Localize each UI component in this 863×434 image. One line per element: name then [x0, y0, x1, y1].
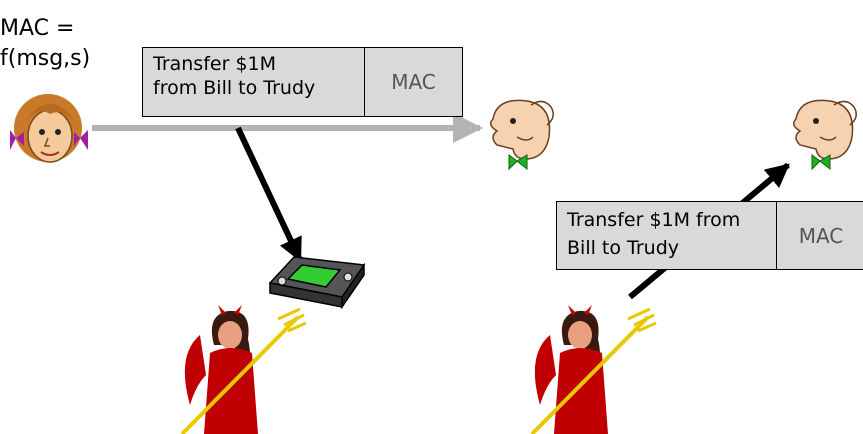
original-message-box: Transfer $1M from Bill to Trudy MAC: [142, 47, 463, 117]
intercept-arrow: [235, 126, 303, 263]
trudy-icon: [180, 305, 307, 434]
message-body: Transfer $1M from Bill to Trudy: [143, 48, 365, 116]
mac-tag: MAC: [798, 223, 844, 248]
message-body: Transfer $1M from Bill to Trudy: [557, 202, 777, 269]
formula-line2: f(msg,s): [0, 46, 91, 71]
trudy-icon: [530, 305, 657, 434]
message-line1: Transfer $1M from: [567, 209, 741, 231]
bob-icon: [793, 99, 857, 171]
alice-icon: [10, 94, 88, 163]
formula-line1: MAC =: [0, 16, 75, 41]
forged-message-box: Transfer $1M from Bill to Trudy MAC: [556, 201, 863, 270]
mac-tag: MAC: [391, 70, 436, 94]
mac-formula: MAC = f(msg,s): [0, 14, 90, 74]
message-line2: from Bill to Trudy: [153, 77, 316, 99]
message-line2: Bill to Trudy: [567, 237, 679, 259]
bob-icon: [490, 99, 554, 171]
message-line1: Transfer $1M: [153, 53, 277, 75]
recorder-icon: [268, 256, 366, 310]
